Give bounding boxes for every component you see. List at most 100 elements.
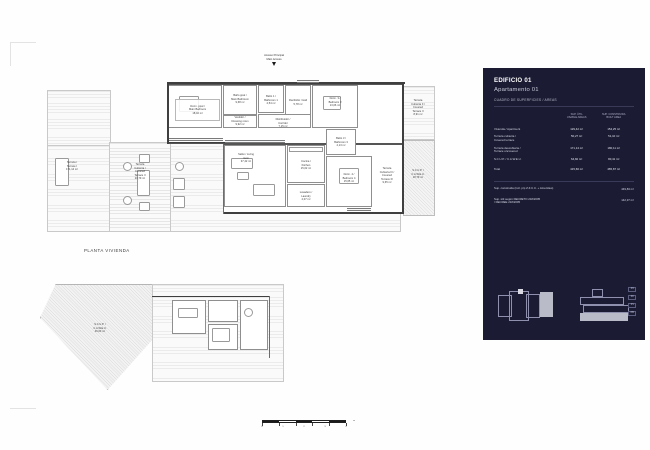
furniture-terrace-table [137,170,150,196]
access-arrow-icon [272,62,276,67]
wall-mid-horizontal [167,142,225,144]
upper-floor-plan: Dorm. ppal / Main Bedroom 18,02 m² Baño … [47,66,445,236]
lower-room-d [240,300,268,350]
elevation-level-3 [592,289,603,297]
scale-unit-label: m [353,420,355,423]
room-corridor [258,114,311,128]
glazing-bedroom4-east [347,208,371,211]
scale-seg-1 [263,421,280,423]
margin-mark-bottom [10,408,36,409]
area-row-1-usable: 50,27 m² [571,134,583,139]
scale-tick-3: 3 [324,425,326,428]
area-total-name: Total [494,167,501,172]
scale-bar-ticks: 0 1 2 3 4 [261,423,347,428]
floor-tag-p1: P1 [628,302,636,309]
room-dressing-room [223,115,257,128]
key-plan-block-c [526,294,540,318]
area-row-0-usable: 129,42 m² [570,126,584,131]
furniture-terrace-lounger-b [139,202,150,211]
furniture-kitchen-counter [289,147,323,152]
key-plan-site [498,289,560,325]
extra-row-constructed: Sup. construida (incl. p/p Z.Z.C.C. + Am… [494,186,634,192]
extra-row-decree-value: 142,37 m² [621,197,634,202]
areas-total-row: Total 415,66 m² 465,87 m² [494,164,634,174]
areas-table: SUP. ÚTIL USABLE AREAS SUP. CONSTRUIDA B… [494,113,634,174]
scale-seg-3 [295,421,313,423]
margin-mark-left [10,42,11,66]
main-access-note: Acceso Principal Main Access [243,54,305,67]
scale-bar: 0 1 2 3 4 m [261,420,355,428]
scale-tick-4: 4 [345,425,347,428]
extra-row-decree: Sup. útil según DECRETO 218/2005 / DECRE… [494,197,634,205]
key-plan-block-a [498,295,512,317]
panel-extra-notes: Sup. construida (incl. p/p Z.Z.C.C. + Am… [494,181,634,205]
wall-left-exterior [167,82,169,144]
table-row: Vivienda / Apartment 129,42 m² 154,25 m² [494,126,634,134]
area-row-0-built: 154,25 m² [607,126,621,131]
table-row: S.C.U.P. / C.A.W.E.U. 64,82 m² 80,41 m² [494,156,634,164]
area-row-1-built: 51,10 m² [608,134,620,139]
furniture-terrace-seat-d [173,178,185,190]
scup-lower-area [40,284,170,390]
elevation-level-2 [580,297,624,305]
lower-furniture-bed [212,328,230,342]
wall-bottom-exterior [223,212,403,214]
glazing-terrace-south [169,138,223,142]
scale-seg-5 [328,421,346,423]
area-row-2-built: 180,11 m² [607,145,621,150]
furniture-sofa [231,158,253,169]
area-row-1-name: Terraza cubierta / Covered terrace [494,134,516,143]
furniture-terrace-chair-c [175,162,184,171]
key-plan-marker [518,289,523,294]
lower-furniture-chair [244,308,253,317]
lower-wall-top [152,296,270,298]
furniture-dining-table [253,184,275,196]
furniture-terrace-chair-a [123,162,132,171]
area-row-3-name: S.C.U.P. / C.A.W.E.U. [494,157,522,162]
lower-floor-plan: S.C.U.P. / C.A.W.E.U. 46,03 m² [40,278,295,393]
area-row-0-name: Vivienda / Apartment [494,126,521,131]
covered-terrace-4-area [403,86,435,140]
scale-tick-1: 1 [282,425,284,428]
lower-room-b [208,300,238,322]
glazing-top-entry [297,80,319,83]
terrace-1-upper-strip [47,90,111,146]
panel-section-title: CUADRO DE SUPERFICIES / AREAS [494,98,634,107]
floor-tag-p3: P3 [628,287,636,293]
room-bathroom-1 [258,85,284,113]
plan-title-upper: PLANTA VIVIENDA [84,248,130,253]
glazing-living-south [225,140,285,144]
scale-tick-2: 2 [303,425,305,428]
scale-seg-4 [312,421,329,423]
area-total-usable: 415,66 m² [570,167,584,172]
scale-bar-segments [262,420,346,424]
wall-top-exterior [167,82,405,84]
furniture-terrace-seat-e [173,196,185,208]
covered-terrace-2-area [109,142,171,232]
area-row-3-usable: 64,82 m² [571,157,583,162]
furniture-coffee-table [237,172,249,180]
furniture-terrace-dining [55,158,69,186]
floor-tag-pb: PB [628,310,636,317]
table-row: Terraza cubierta / Covered terrace 50,27… [494,133,634,144]
lower-furniture-sofa [178,308,198,318]
table-row: Terraza descubierta / Terrace uncovered … [494,145,634,156]
room-main-bathroom [223,85,257,115]
main-access-label: Acceso Principal Main Access [264,54,284,61]
elevation-level-ground [580,313,628,321]
key-plan-highlight [540,292,553,317]
room-laundry [287,184,325,207]
elevation-floor-tags: P3 P2 P1 PB [628,287,636,317]
key-plan-elevation [578,289,634,325]
extra-row-constructed-value: 449,83 m² [621,187,634,192]
furniture-bed-bedroom4 [339,168,359,184]
panel-apartment-title: Apartamento 01 [494,86,539,93]
elevation-level-1 [583,305,629,313]
lower-wall-right [269,296,271,358]
furniture-terrace-lounger-a [139,154,150,163]
areas-table-header-row: SUP. ÚTIL USABLE AREAS SUP. CONSTRUIDA B… [494,113,634,126]
panel-building-title: EDIFICIO 01 [494,77,532,84]
furniture-bed-main [179,96,199,112]
area-row-3-built: 80,41 m² [608,157,620,162]
